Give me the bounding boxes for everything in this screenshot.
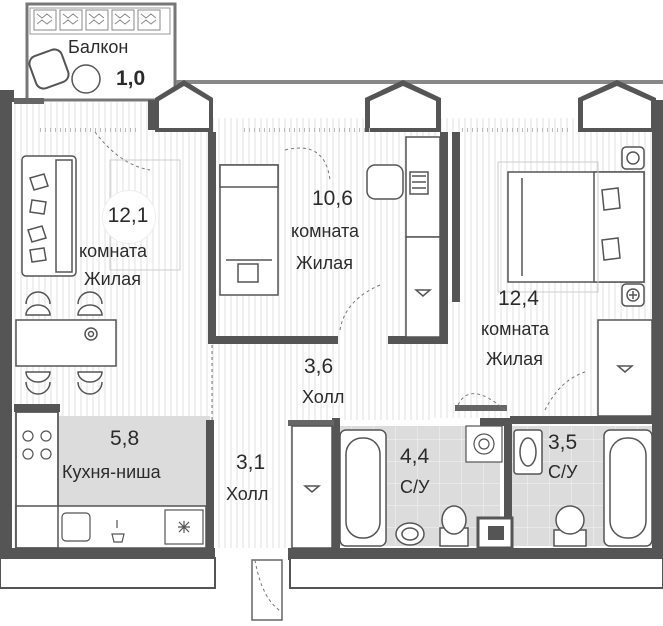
washing-machine-icon (465, 425, 503, 463)
walls (0, 80, 663, 589)
room-name-living-center-line2: Жилая (296, 253, 353, 273)
room-name-kitchen: Кухня-ниша (62, 462, 161, 482)
room-name-balcony: Балкон (68, 37, 129, 57)
room-name-hall-entry: Холл (226, 484, 269, 504)
doors (94, 131, 586, 420)
sink-icon (395, 522, 425, 546)
dining-table-icon (15, 291, 117, 395)
room-name-bathroom-2: С/У (548, 462, 578, 482)
table-icon (71, 64, 101, 94)
room-area-balcony: 1,0 (116, 67, 146, 90)
armchair-icon (366, 164, 404, 200)
room-area-badge (102, 190, 156, 244)
wardrobe-icon (291, 425, 333, 549)
room-area-hall-main: 3,6 (304, 355, 334, 378)
bathtub-icon (603, 429, 653, 547)
washing-machine-icon (164, 509, 204, 545)
lamp-icon (621, 146, 645, 307)
rug (497, 161, 599, 293)
stove-icon (22, 430, 52, 460)
bathtub-icon (339, 429, 387, 547)
entry-door (251, 559, 283, 621)
room-name-living-right-line1: комната (481, 319, 550, 339)
room-name-living-left-line2: Жилая (84, 269, 141, 289)
room-area-living-center: 10,6 (312, 187, 353, 210)
room-area-living-right: 12,4 (498, 287, 539, 310)
toilet-icon (439, 505, 469, 547)
room-area-bathroom-1: 4,4 (400, 445, 430, 468)
armchair-icon (28, 48, 70, 90)
toilet-icon (553, 505, 587, 547)
bed-icon (507, 171, 645, 283)
sink-icon (61, 512, 125, 543)
room-area-hall-entry: 3,1 (236, 451, 266, 474)
room-name-living-left-line1: комната (79, 241, 148, 261)
wardrobe-icon (597, 319, 653, 417)
wardrobe-icon (405, 236, 441, 338)
sink-icon (513, 429, 543, 475)
room-area-kitchen: 5,8 (110, 427, 140, 450)
sofa-icon (21, 155, 77, 277)
room-name-living-center-line1: комната (291, 221, 360, 241)
room-name-bathroom-1: С/У (400, 477, 430, 497)
room-name-living-right-line2: Жилая (486, 349, 543, 369)
bed-icon (219, 164, 279, 296)
room-name-hall-main: Холл (302, 387, 345, 407)
balcony (25, 2, 177, 102)
desk-icon (405, 136, 441, 238)
room-area-living-left: 12,1 (107, 204, 149, 227)
room-area-bathroom-2: 3,5 (548, 431, 578, 454)
